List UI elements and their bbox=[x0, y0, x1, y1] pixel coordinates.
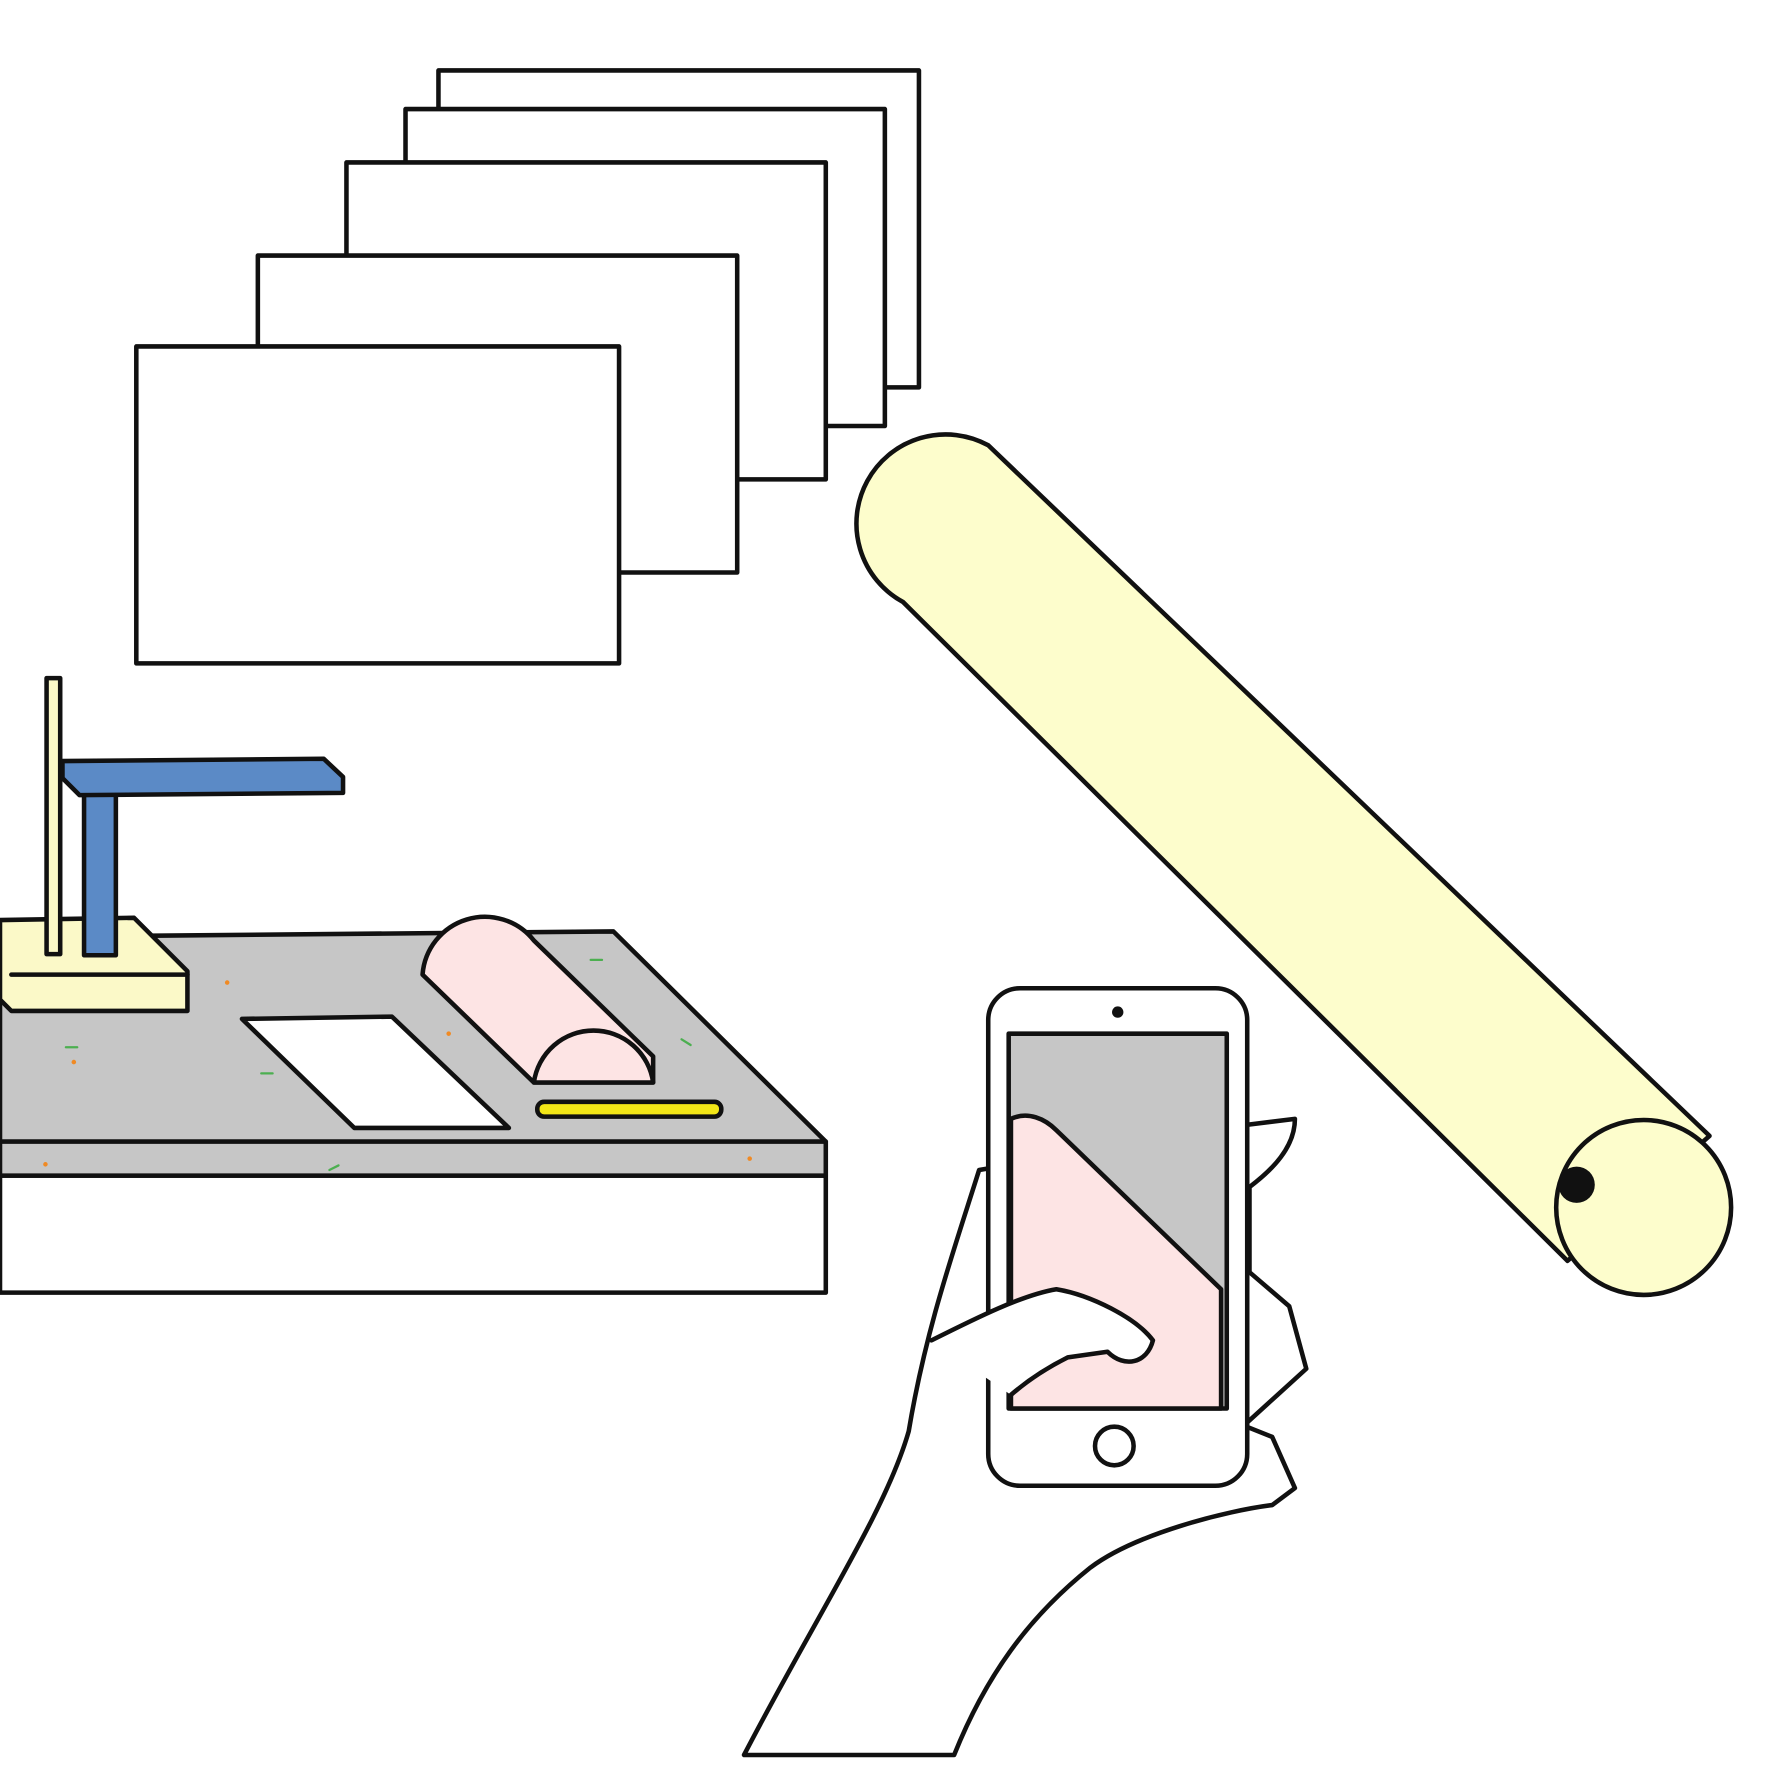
phone-home-button bbox=[1092, 1424, 1136, 1468]
stacked-frames bbox=[134, 68, 922, 666]
yellow-tube bbox=[854, 432, 1734, 1298]
specks bbox=[43, 958, 752, 1172]
thumb bbox=[929, 1286, 1156, 1398]
phone-camera bbox=[1112, 1006, 1124, 1018]
stand-arm bbox=[60, 756, 346, 798]
table-front bbox=[0, 1173, 829, 1295]
pink-half-cylinder bbox=[420, 914, 656, 1085]
stand-post bbox=[81, 790, 119, 958]
lab-stand bbox=[0, 675, 346, 1014]
hand-with-phone bbox=[741, 985, 1309, 1758]
stand-rod bbox=[44, 675, 63, 957]
table bbox=[0, 929, 829, 1295]
paper-on-table bbox=[239, 1014, 512, 1131]
tube-hole bbox=[1558, 1166, 1595, 1203]
yellow-pencil bbox=[535, 1099, 724, 1119]
frame-1 bbox=[134, 344, 622, 666]
tube-end bbox=[1553, 1117, 1734, 1298]
